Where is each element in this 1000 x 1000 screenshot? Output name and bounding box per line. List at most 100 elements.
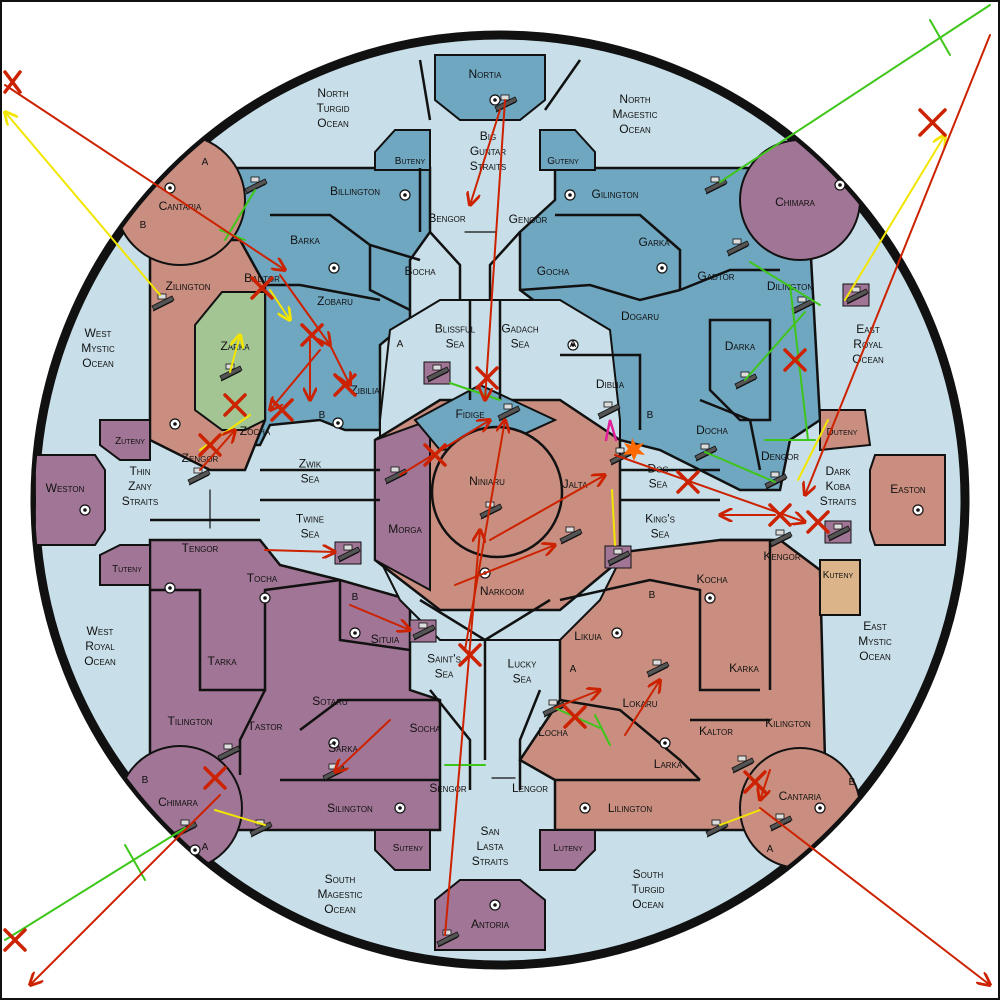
adjacency-arrows xyxy=(209,231,516,779)
failed-order-mark xyxy=(223,393,247,417)
zuteny-region xyxy=(99,419,151,461)
tuteny-region xyxy=(99,544,151,586)
province-label: Tilington xyxy=(168,714,213,728)
province-label: Cantaria xyxy=(159,199,202,213)
failed-order-mark xyxy=(783,348,807,372)
coast-mark: B xyxy=(142,775,149,786)
province-label: Guteny xyxy=(547,156,579,167)
province-label: Socha xyxy=(409,721,441,735)
province-label: Gadtor xyxy=(697,269,734,283)
supply-center xyxy=(394,802,406,814)
failed-order-mark xyxy=(250,276,274,300)
province-label: Sotaru xyxy=(312,694,348,708)
province-label: Zocha xyxy=(240,424,271,438)
province-label: Sarka xyxy=(328,741,358,755)
weston-region xyxy=(35,454,106,546)
supply-center xyxy=(349,627,361,639)
supply-center xyxy=(259,592,271,604)
coast-mark: B xyxy=(647,410,654,421)
province-label: Weston xyxy=(46,481,85,495)
supply-center xyxy=(164,182,176,194)
province-label: Fidige xyxy=(455,407,484,421)
supply-center xyxy=(564,189,576,201)
failed-order-mark xyxy=(3,928,27,952)
kuteny-region xyxy=(819,559,861,616)
province-label: Diblia xyxy=(596,377,625,391)
failed-order-marks xyxy=(3,70,947,952)
province-label: Duteny xyxy=(827,427,858,438)
province-label: Antoria xyxy=(471,917,510,931)
luteny-region xyxy=(539,829,596,871)
supply-center xyxy=(169,418,181,430)
suteny-region xyxy=(374,829,431,871)
province-label: Tastor xyxy=(248,719,283,733)
supply-center xyxy=(814,802,826,814)
province-borders xyxy=(150,59,780,790)
supply-center xyxy=(659,737,671,749)
supply-center xyxy=(834,179,846,191)
dislodged-unit-icon[interactable] xyxy=(334,541,362,565)
province-label: Chimara xyxy=(158,795,198,809)
province-label: Narkoom xyxy=(480,584,525,598)
guteny-region xyxy=(539,129,596,171)
dislodged-unit-icon[interactable] xyxy=(842,283,870,307)
province-label: Zuteny xyxy=(115,436,145,447)
failed-order-mark xyxy=(203,766,227,790)
coast-mark: A xyxy=(202,842,209,853)
province-label: Kilington xyxy=(765,716,811,730)
coast-mark: B xyxy=(352,592,359,603)
convoy-orders xyxy=(4,4,991,941)
province-label: Niniaru xyxy=(469,474,505,488)
buteny-region xyxy=(374,129,431,171)
supply-center xyxy=(328,737,340,749)
nortia-region xyxy=(434,54,546,121)
dislodged-unit-icon[interactable] xyxy=(423,361,451,385)
supply-center xyxy=(189,844,201,856)
province-label: Dengor xyxy=(761,449,799,463)
dislodged-unit-icon[interactable] xyxy=(409,619,437,643)
dislodged-unit-icon[interactable] xyxy=(824,520,852,544)
retreat-order xyxy=(604,419,618,442)
province-label: Lilington xyxy=(608,801,653,815)
province-label: Karka xyxy=(729,661,759,675)
failed-order-mark xyxy=(270,398,294,422)
province-label: Zengor xyxy=(182,451,219,465)
dislodged-unit-icon[interactable] xyxy=(604,545,632,569)
province-label: Chimara xyxy=(775,195,815,209)
supply-center xyxy=(489,899,501,911)
province-label: Gengor xyxy=(509,212,548,226)
province-label: Darka xyxy=(725,339,756,353)
supply-center xyxy=(332,417,344,429)
province-label: Nortia xyxy=(469,67,503,81)
province-label: Jalta xyxy=(563,477,588,491)
morga-region xyxy=(374,418,431,592)
supply-center xyxy=(328,262,340,274)
failed-order-mark xyxy=(3,70,22,94)
province-label: Silington xyxy=(327,801,373,815)
failed-order-mark xyxy=(423,443,447,467)
supply-center xyxy=(489,94,501,106)
province-label: Larka xyxy=(654,757,683,771)
province-label: Morga xyxy=(388,522,422,536)
move-orders xyxy=(4,34,990,985)
orders-overlay xyxy=(3,4,991,985)
support-orders xyxy=(5,112,945,826)
coast-mark: A xyxy=(570,664,577,675)
failed-order-mark xyxy=(458,643,482,667)
supply-center xyxy=(611,627,623,639)
